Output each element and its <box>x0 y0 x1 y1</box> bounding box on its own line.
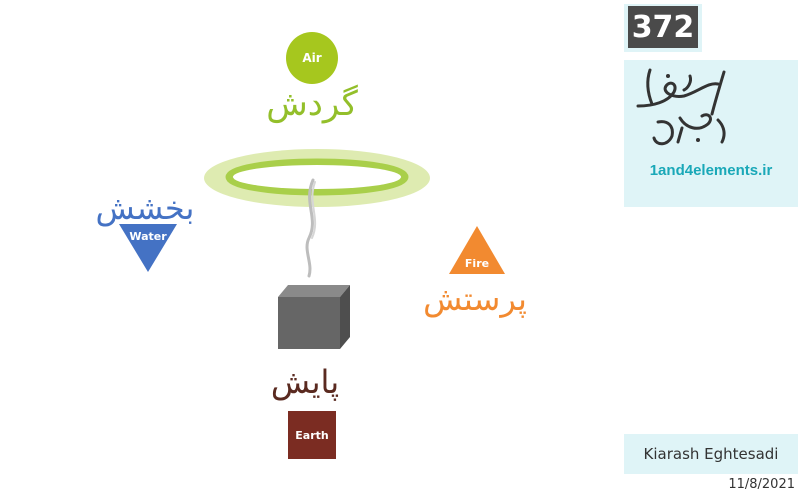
air-circle: Air <box>286 32 338 84</box>
air-persian-label: گردش <box>266 84 358 124</box>
water-label: Water <box>129 230 167 243</box>
calligraphy-logo-icon <box>636 68 726 146</box>
smoke-wisp <box>305 178 317 278</box>
date-label: 11/8/2021 <box>728 477 795 492</box>
fire-label: Fire <box>464 257 490 270</box>
earth-square: Earth <box>288 411 336 459</box>
fire-triangle <box>449 226 505 274</box>
air-label: Air <box>302 51 322 65</box>
fire-persian-label: پرستش <box>423 280 527 318</box>
earth-cube <box>278 285 350 349</box>
author-text: Kiarash Eghtesadi <box>643 445 779 463</box>
water-triangle <box>119 224 177 272</box>
earth-persian-label: پایش <box>270 363 340 401</box>
halo-ring <box>204 149 430 207</box>
number-badge: 372 <box>628 6 698 48</box>
site-url: 1and4elements.ir <box>649 162 773 179</box>
water-persian-label: بخشش <box>95 189 195 227</box>
earth-label: Earth <box>295 428 329 442</box>
author-name: Kiarash Eghtesadi <box>624 434 798 474</box>
